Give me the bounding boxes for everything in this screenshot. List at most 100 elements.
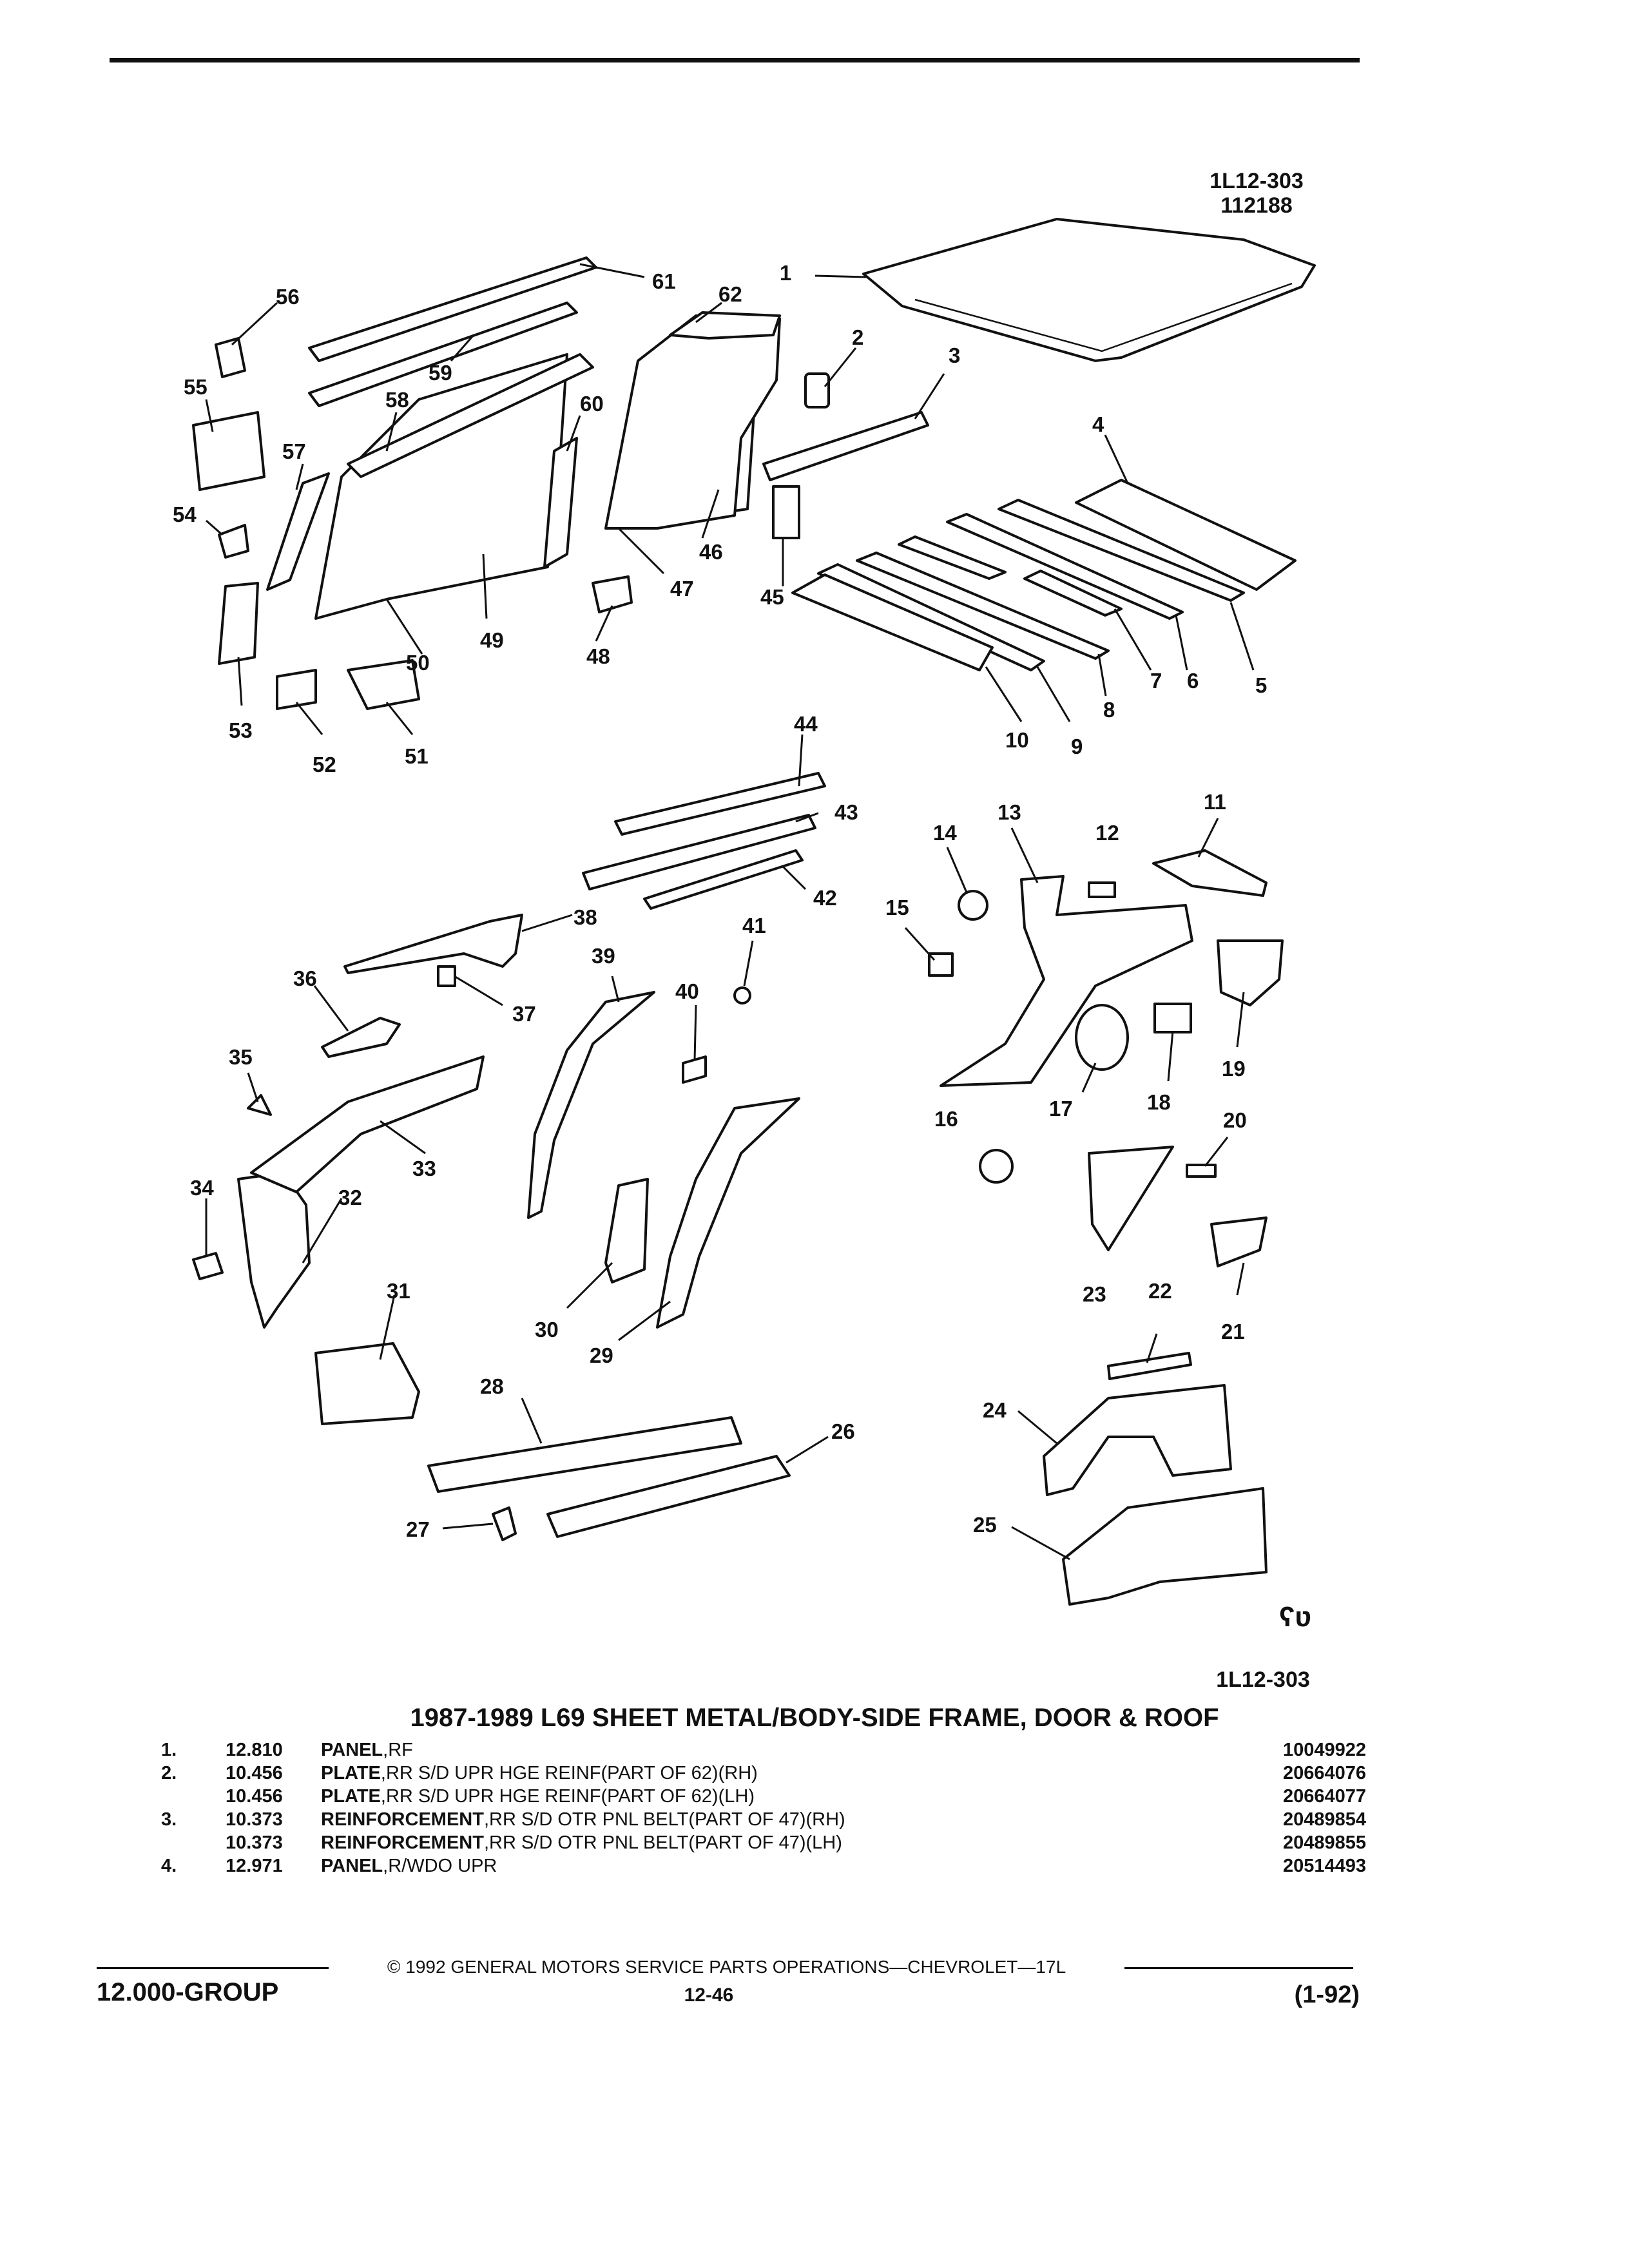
part-number: 20514493 — [1282, 1856, 1366, 1876]
callout-60: 60 — [580, 392, 604, 416]
part-3-reinforcement — [762, 411, 929, 481]
part-38-rail — [343, 914, 523, 974]
part-17-plug — [1075, 1004, 1129, 1071]
callout-62: 62 — [718, 282, 742, 306]
callout-36: 36 — [293, 966, 317, 990]
part-55-bracket — [192, 411, 265, 491]
part-name: REINFORCEMENT — [321, 1809, 484, 1830]
callout-18: 18 — [1147, 1090, 1171, 1114]
callout-10: 10 — [1005, 728, 1029, 752]
callout-31: 31 — [387, 1279, 410, 1303]
callout-29: 29 — [590, 1343, 613, 1367]
part-qualifier: ,RR S/D UPR HGE REINF(PART OF 62)(LH) — [380, 1786, 755, 1807]
callout-11: 11 — [1204, 790, 1226, 814]
part-53-bracket — [218, 582, 259, 665]
callout-44: 44 — [794, 712, 818, 736]
item-number: 1. — [161, 1740, 177, 1760]
parts-list-row: 2. 10.456 PLATE,RR S/D UPR HGE REINF(PAR… — [161, 1763, 1366, 1786]
callout-13: 13 — [998, 800, 1021, 824]
item-number: 2. — [161, 1763, 177, 1783]
part-7-bracket-a — [898, 535, 1007, 580]
part-18-bracket — [1153, 1003, 1192, 1033]
callout-2: 2 — [852, 325, 863, 349]
item-number: 4. — [161, 1856, 177, 1876]
part-qualifier: ,RR S/D OTR PNL BELT(PART OF 47)(RH) — [483, 1809, 845, 1830]
callout-23: 23 — [1083, 1282, 1106, 1306]
part-qualifier: ,R/WDO UPR — [383, 1856, 497, 1876]
part-52-bracket — [276, 669, 317, 710]
parts-list-table: 1. 12.810 PANEL,RF 10049922 2. 10.456 PL… — [161, 1740, 1366, 1879]
callout-39: 39 — [592, 944, 615, 968]
part-21-bracket — [1210, 1216, 1268, 1267]
part-20-clip — [1186, 1164, 1217, 1178]
callout-54: 54 — [173, 503, 197, 526]
part-19-bracket — [1217, 939, 1284, 1006]
exploded-parts-diagram: 1 2 3 4 5 6 7 8 9 10 11 12 13 14 15 16 1… — [173, 218, 1316, 1606]
callout-numbers: 1 2 3 4 5 6 7 8 9 10 11 12 13 14 15 16 1… — [173, 261, 1267, 1541]
part-59-rail — [308, 302, 578, 407]
top-rule — [110, 58, 1360, 62]
callout-16: 16 — [934, 1107, 958, 1131]
callout-50: 50 — [406, 651, 430, 675]
callout-15: 15 — [885, 896, 909, 919]
callout-27: 27 — [406, 1517, 430, 1541]
callout-14: 14 — [933, 821, 957, 845]
part-qualifier: ,RR S/D UPR HGE REINF(PART OF 62)(RH) — [380, 1763, 758, 1783]
quantity-code: 10.373 — [226, 1832, 283, 1853]
part-name: PANEL — [321, 1740, 383, 1760]
callout-1: 1 — [780, 261, 791, 285]
gm-logo-mark: ʕʋ — [1279, 1601, 1312, 1633]
figure-reference-date: 112188 — [1220, 193, 1293, 218]
callout-56: 56 — [276, 285, 300, 309]
part-name: REINFORCEMENT — [321, 1832, 484, 1853]
part-number: 20489855 — [1282, 1832, 1366, 1853]
part-11-bracket — [1152, 849, 1268, 897]
callout-28: 28 — [480, 1374, 504, 1398]
callout-19: 19 — [1222, 1057, 1246, 1081]
part-58-frame-inner — [347, 353, 594, 478]
quantity-code: 10.456 — [226, 1763, 283, 1783]
callout-7: 7 — [1150, 669, 1162, 693]
part-25-quarter-inner — [1062, 1487, 1268, 1606]
callout-22: 22 — [1148, 1279, 1172, 1303]
figure-reference-code: 1L12-303 — [1210, 169, 1304, 193]
part-qualifier: ,RR S/D OTR PNL BELT(PART OF 47)(LH) — [483, 1832, 842, 1853]
callout-26: 26 — [831, 1419, 855, 1443]
part-54-bracket — [218, 524, 249, 559]
callout-55: 55 — [184, 375, 207, 399]
part-6-bow — [946, 513, 1184, 620]
part-description: PLATE,RR S/D UPR HGE REINF(PART OF 62)(R… — [321, 1763, 758, 1784]
parts-list-title: 1987-1989 L69 SHEET METAL/BODY-SIDE FRAM… — [410, 1704, 1219, 1732]
parts-list-row: 1. 12.810 PANEL,RF 10049922 — [161, 1740, 1366, 1763]
callout-53: 53 — [229, 718, 253, 742]
part-62-rear-door-inner — [669, 311, 781, 340]
part-1-roof-panel — [862, 218, 1316, 362]
part-27-bracket — [492, 1506, 517, 1541]
parts-list-row: 10.373 REINFORCEMENT,RR S/D OTR PNL BELT… — [161, 1832, 1366, 1856]
callout-51: 51 — [405, 744, 429, 768]
part-37-nut — [437, 965, 456, 987]
callout-5: 5 — [1255, 673, 1267, 697]
part-description: PANEL,RF — [321, 1740, 413, 1761]
item-number: 3. — [161, 1809, 177, 1830]
figure-reference-top: 1L12-303 112188 — [1192, 169, 1321, 218]
parts-list-row: 3. 10.373 REINFORCEMENT,RR S/D OTR PNL B… — [161, 1809, 1366, 1832]
part-14-bracket — [958, 890, 988, 921]
part-32-hinge-pillar — [237, 1171, 311, 1329]
part-name: PLATE — [321, 1763, 381, 1783]
callout-20: 20 — [1223, 1108, 1247, 1132]
figure-reference-bottom: 1L12-303 — [1216, 1667, 1310, 1692]
part-43-rail — [582, 814, 816, 890]
callout-37: 37 — [512, 1002, 536, 1026]
callout-8: 8 — [1103, 698, 1115, 722]
callout-21: 21 — [1221, 1320, 1245, 1343]
callout-30: 30 — [535, 1318, 559, 1341]
part-31-bracket — [314, 1342, 420, 1425]
part-29-center-pillar-outer — [656, 1097, 800, 1329]
footer-rule-left — [97, 1967, 329, 1969]
callout-34: 34 — [190, 1176, 214, 1200]
part-28-rocker-panel — [427, 1416, 742, 1493]
part-number: 10049922 — [1282, 1740, 1366, 1760]
part-41-nut — [733, 986, 751, 1004]
part-36-bracket — [321, 1017, 401, 1058]
